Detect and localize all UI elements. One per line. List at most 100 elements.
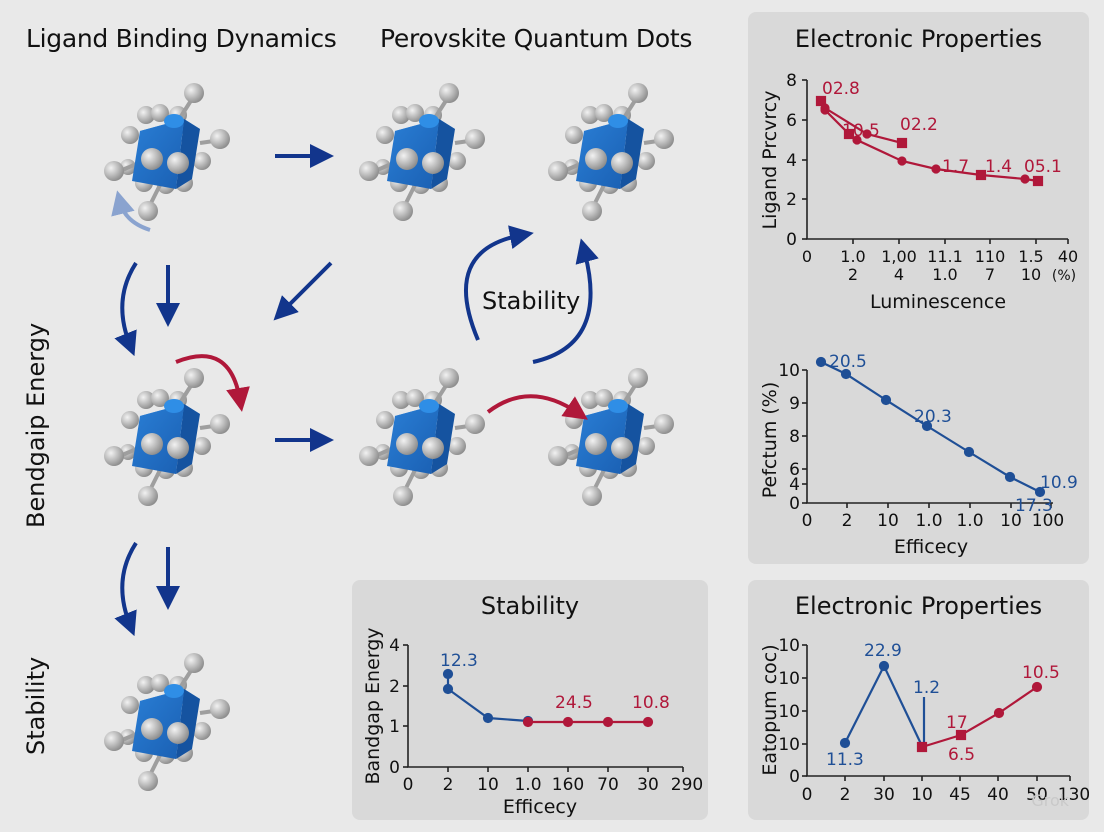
svg-text:160: 160 bbox=[552, 775, 584, 795]
svg-text:10: 10 bbox=[877, 511, 899, 531]
svg-text:05.1: 05.1 bbox=[1024, 157, 1062, 177]
svg-text:24.5: 24.5 bbox=[555, 693, 593, 713]
y-axis-label-3: Bandgap Energy bbox=[362, 627, 384, 784]
svg-text:4: 4 bbox=[789, 475, 800, 495]
svg-text:4: 4 bbox=[786, 151, 797, 171]
stability-cycle-label: Stability bbox=[482, 287, 581, 315]
svg-text:110: 110 bbox=[975, 247, 1006, 266]
svg-text:10: 10 bbox=[1021, 265, 1041, 284]
svg-text:2: 2 bbox=[389, 677, 400, 697]
svg-text:1,00: 1,00 bbox=[881, 247, 917, 266]
svg-text:10: 10 bbox=[778, 361, 800, 381]
svg-text:6: 6 bbox=[786, 111, 797, 131]
svg-text:2: 2 bbox=[443, 775, 454, 795]
quantum-dot-5 bbox=[357, 366, 487, 508]
svg-text:1.2: 1.2 bbox=[913, 678, 940, 698]
svg-text:6.5: 6.5 bbox=[948, 745, 975, 765]
svg-text:10.5: 10.5 bbox=[1022, 663, 1060, 683]
svg-text:10: 10 bbox=[778, 735, 800, 755]
svg-text:1.5: 1.5 bbox=[1018, 247, 1043, 266]
svg-text:11.1: 11.1 bbox=[927, 247, 963, 266]
svg-text:4: 4 bbox=[894, 265, 904, 284]
svg-text:12.3: 12.3 bbox=[440, 651, 478, 671]
quantum-dot-6 bbox=[546, 366, 676, 508]
svg-text:0: 0 bbox=[389, 758, 400, 778]
svg-text:22.9: 22.9 bbox=[864, 641, 902, 661]
arrow-diag-1 bbox=[273, 261, 333, 321]
quantum-dot-2 bbox=[357, 81, 487, 223]
svg-text:0: 0 bbox=[403, 775, 414, 795]
svg-text:1.0: 1.0 bbox=[840, 247, 865, 266]
svg-text:1.0: 1.0 bbox=[915, 511, 942, 531]
svg-text:17.3: 17.3 bbox=[1015, 496, 1053, 516]
svg-text:0: 0 bbox=[789, 494, 800, 514]
svg-text:10: 10 bbox=[778, 669, 800, 689]
svg-text:02.8: 02.8 bbox=[822, 79, 860, 99]
svg-text:10: 10 bbox=[778, 636, 800, 656]
svg-text:02.2: 02.2 bbox=[900, 115, 938, 135]
electronic-properties-title-top: Electronic Properties bbox=[794, 25, 1043, 53]
svg-text:10: 10 bbox=[1000, 511, 1022, 531]
ytick: 8 bbox=[786, 71, 797, 91]
svg-text:9: 9 bbox=[789, 394, 800, 414]
svg-text:10.5: 10.5 bbox=[842, 121, 880, 141]
svg-text:1: 1 bbox=[389, 717, 400, 737]
svg-text:6: 6 bbox=[789, 460, 800, 480]
svg-text:2: 2 bbox=[848, 265, 858, 284]
svg-text:10: 10 bbox=[911, 785, 933, 805]
stability-side-label: Stability bbox=[22, 656, 50, 755]
electronic-properties-panel-bottom: Electronic Properties 10 10 10 10 0 0 2 30 1… bbox=[748, 580, 1089, 820]
svg-text:0: 0 bbox=[802, 785, 813, 805]
svg-text:100: 100 bbox=[1032, 511, 1064, 531]
svg-text:1.7: 1.7 bbox=[942, 157, 969, 177]
quantum-dot-3 bbox=[546, 81, 676, 223]
svg-text:1.0: 1.0 bbox=[514, 775, 541, 795]
svg-text:17: 17 bbox=[946, 713, 968, 733]
y-axis-label: Ligand Prcvrcy bbox=[759, 90, 781, 229]
x-axis-label-2: Efficecy bbox=[894, 536, 968, 558]
svg-text:20.5: 20.5 bbox=[829, 352, 867, 372]
svg-text:2: 2 bbox=[840, 785, 851, 805]
svg-text:290: 290 bbox=[671, 775, 703, 795]
y-axis-label-4: Eatopum coc) bbox=[759, 644, 781, 775]
svg-text:10: 10 bbox=[778, 702, 800, 722]
svg-text:1.0: 1.0 bbox=[956, 511, 983, 531]
svg-text:30: 30 bbox=[873, 785, 895, 805]
svg-text:70: 70 bbox=[597, 775, 619, 795]
curved-arrow-down-2 bbox=[114, 541, 138, 637]
stability-panel-title: Stability bbox=[480, 592, 580, 620]
svg-text:10.8: 10.8 bbox=[632, 693, 670, 713]
quantum-dot-1 bbox=[102, 81, 232, 223]
svg-text:11.3: 11.3 bbox=[826, 750, 864, 770]
svg-text:50: 50 bbox=[1026, 785, 1048, 805]
svg-text:1.0: 1.0 bbox=[932, 265, 957, 284]
svg-text:45: 45 bbox=[949, 785, 971, 805]
svg-text:0: 0 bbox=[802, 247, 812, 266]
svg-text:7: 7 bbox=[985, 265, 995, 284]
y-axis-label-2: Pefctum (%) bbox=[759, 382, 781, 499]
quantum-dot-7 bbox=[102, 651, 232, 793]
svg-text:2: 2 bbox=[786, 190, 797, 210]
bandgap-side-label: Bendgaip Energy bbox=[22, 322, 50, 528]
svg-text:40: 40 bbox=[1058, 247, 1078, 266]
svg-text:10: 10 bbox=[477, 775, 499, 795]
watermark: Grok bbox=[1031, 791, 1069, 810]
svg-text:1.4: 1.4 bbox=[985, 157, 1012, 177]
red-curve-arrow-2 bbox=[486, 394, 588, 420]
svg-text:130: 130 bbox=[1058, 785, 1089, 805]
perovskite-dots-title: Perovskite Quantum Dots bbox=[380, 24, 693, 53]
x-axis-label: Luminescence bbox=[870, 291, 1006, 313]
svg-text:2: 2 bbox=[842, 511, 853, 531]
svg-text:0: 0 bbox=[789, 767, 800, 787]
svg-text:20.3: 20.3 bbox=[914, 407, 952, 427]
svg-text:(%): (%) bbox=[1052, 268, 1076, 284]
svg-text:8: 8 bbox=[789, 427, 800, 447]
electronic-properties-title-bottom: Electronic Properties bbox=[794, 592, 1043, 620]
curved-arrow-down-1 bbox=[114, 261, 138, 357]
svg-text:10.9: 10.9 bbox=[1040, 473, 1078, 493]
